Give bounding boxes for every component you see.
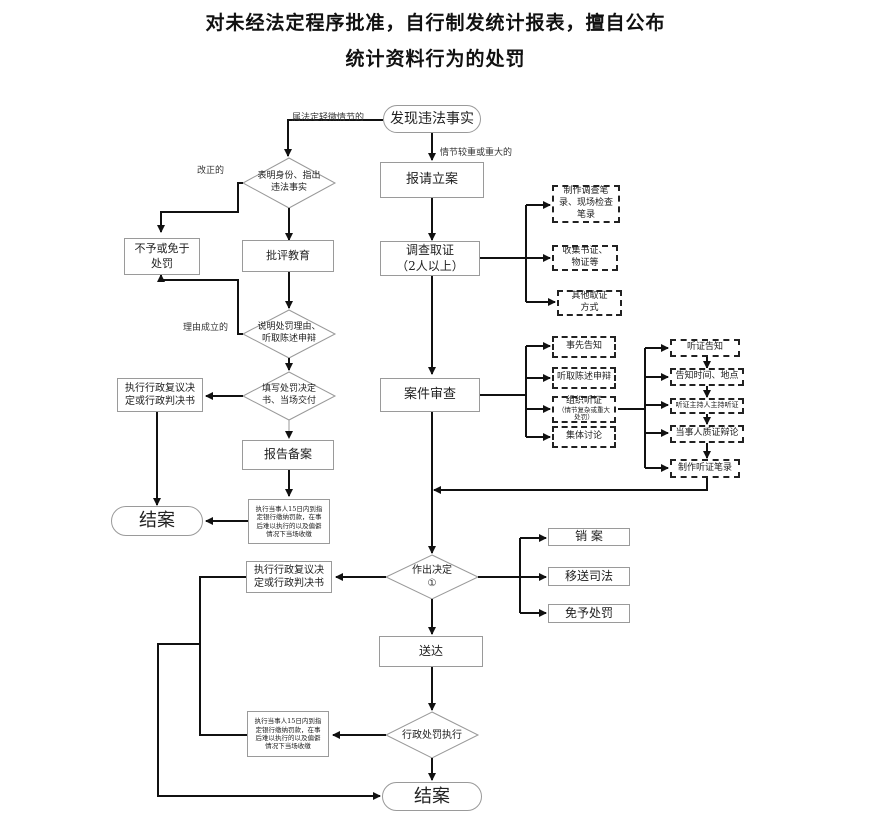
node-inv-record: 制作调查笔 录、现场检查 笔录 <box>552 185 620 223</box>
label-minor: 属法定轻微情节的 <box>292 113 365 123</box>
node-hearing: 组织听证 （情节复杂或重大 处罚） <box>552 396 616 423</box>
label-serious: 情节较重或重大的 <box>440 148 513 158</box>
node-h-debate: 当事人质证辩论 <box>670 425 744 443</box>
node-h-host: 听证主持人主持听证 <box>670 398 744 414</box>
node-review-left: 执行行政复议决 定或行政判决书 <box>117 378 203 412</box>
node-explain: 说明处罚理由、 听取陈述申辩 <box>257 322 321 344</box>
node-exempt: 免予处罚 <box>548 604 630 623</box>
hearing-title: 组织听证 <box>565 396 602 407</box>
node-notify: 事先告知 <box>552 336 616 358</box>
node-file-case: 报请立案 <box>380 162 484 198</box>
node-inv-evidence: 收集书证、 物证等 <box>552 245 618 271</box>
chart-title-line2: 统计资料行为的处罚 <box>345 48 526 70</box>
label-reason-valid: 理由成立的 <box>183 323 229 333</box>
node-identify: 表明身份、指出 违法事实 <box>257 171 321 193</box>
chart-title-line1: 对未经法定程序批准，自行制发统计报表，擅自公布 <box>205 12 666 34</box>
node-collect-bottom: 执行当事人15日内到指 定银行缴纳罚款，在事 后难以执行的以及偏僻 情况下当场收… <box>247 711 329 757</box>
node-decide: 作出决定 ① <box>412 565 452 589</box>
node-fill-decision: 填写处罚决定 书、当场交付 <box>261 384 316 406</box>
node-cancel: 销 案 <box>548 528 630 546</box>
hearing-note: （情节复杂或重大 处罚） <box>558 406 610 422</box>
node-hear-defense: 听取陈述申辩 <box>552 367 616 389</box>
node-close-top: 结案 <box>111 506 203 536</box>
node-close-bottom: 结案 <box>382 782 482 811</box>
node-h-time: 告知时间、地点 <box>670 368 744 386</box>
node-investigate: 调查取证 （2人以上） <box>380 241 480 276</box>
node-h-notice: 听证告知 <box>670 339 740 357</box>
node-no-penalty: 不予或免于 处罚 <box>124 238 200 275</box>
node-collective: 集体讨论 <box>552 426 616 448</box>
node-inv-other: 其他取证 方式 <box>557 290 622 316</box>
node-report-file: 报告备案 <box>242 440 334 470</box>
node-discover: 发现违法事实 <box>383 105 481 133</box>
node-h-record: 制作听证笔录 <box>670 459 740 478</box>
node-review-case: 案件审查 <box>380 378 480 412</box>
node-transfer: 移送司法 <box>548 567 630 586</box>
node-deliver: 送达 <box>379 636 483 667</box>
node-execute: 行政处罚执行 <box>402 729 462 741</box>
label-corrected: 改正的 <box>197 166 225 176</box>
node-criticize: 批评教育 <box>242 240 334 272</box>
node-review-mid: 执行行政复议决 定或行政判决书 <box>246 561 332 593</box>
node-collect-top: 执行当事人15日内到指 定银行缴纳罚款，在事 后难以执行的以及偏僻 情况下当场收… <box>248 499 330 544</box>
